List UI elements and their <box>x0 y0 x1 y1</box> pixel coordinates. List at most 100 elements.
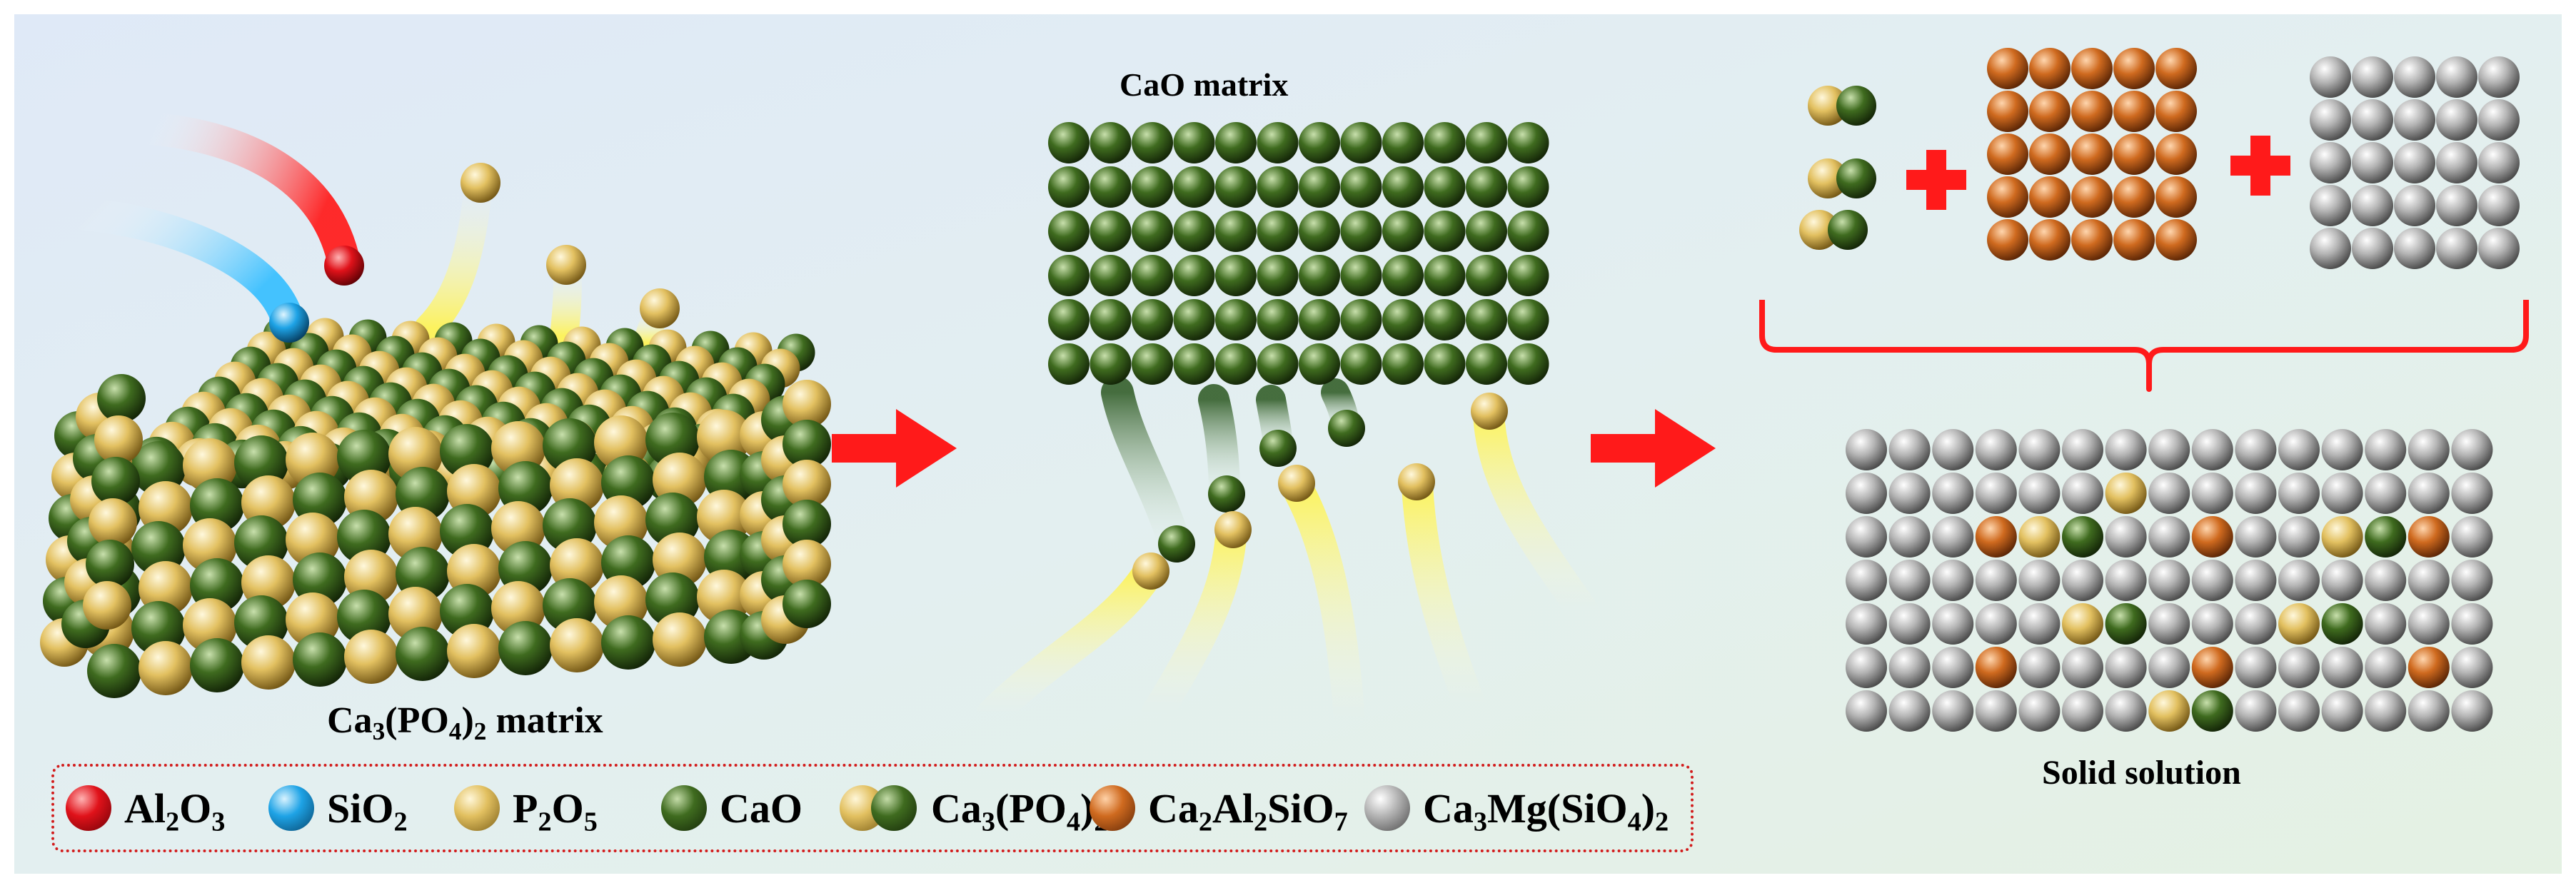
green-sphere <box>1340 299 1382 340</box>
solid-solution-label: Solid solution <box>2042 754 2241 792</box>
p2o5-trail <box>977 555 1165 730</box>
process-arrow-2 <box>1591 409 1716 488</box>
green-sphere <box>1215 122 1257 163</box>
green-sphere <box>783 580 831 628</box>
p2o5-trail <box>1402 470 1486 722</box>
solid-solution-orange-sphere <box>2408 647 2450 688</box>
yellow-sphere <box>653 533 707 587</box>
yellow-sphere <box>491 501 545 555</box>
solid-solution-gray-sphere <box>1846 516 1887 557</box>
green-sphere <box>190 638 244 692</box>
green-sphere <box>440 424 494 478</box>
green-sphere <box>1382 211 1424 252</box>
ca3mgsio42-sphere <box>2352 56 2393 98</box>
green-sphere <box>1132 166 1173 208</box>
ca3po42-pair-green <box>1836 158 1876 198</box>
green-sphere <box>1173 255 1215 296</box>
yellow-sphere <box>594 415 648 470</box>
yellow-sphere <box>344 470 398 524</box>
solid-solution-gray-sphere <box>2451 647 2493 688</box>
ca2al2sio7-sphere <box>2113 219 2155 261</box>
ca2al2sio7-sphere <box>2071 219 2113 261</box>
ca3mgsio42-sphere <box>2310 99 2351 141</box>
green-sphere <box>396 627 450 681</box>
solid-solution-gray-sphere <box>1932 690 1974 732</box>
ca2al2sio7-sphere <box>2029 176 2071 218</box>
yellow-sphere <box>344 630 398 684</box>
green-sphere <box>1257 343 1299 385</box>
ca3mgsio42-sphere <box>2478 185 2520 226</box>
solid-solution-gray-sphere <box>2191 560 2233 601</box>
solid-solution-gray-sphere <box>2148 647 2190 688</box>
solid-solution-gray-sphere <box>2191 429 2233 470</box>
solid-solution-gray-sphere <box>2148 473 2190 514</box>
solid-solution-gray-sphere <box>1888 690 1931 732</box>
green-sphere <box>1507 255 1549 296</box>
green-sphere <box>1299 299 1340 340</box>
solid-solution-gray-sphere <box>1888 560 1931 601</box>
solid-solution-gray-sphere <box>2235 429 2277 470</box>
solid-solution-gray-sphere <box>2278 560 2320 601</box>
green-sphere <box>783 500 831 548</box>
green-sphere <box>1466 166 1507 208</box>
green-sphere <box>1340 343 1382 385</box>
solid-solution-gray-sphere <box>1932 429 1974 470</box>
solid-solution-green-sphere <box>2062 516 2103 557</box>
solid-solution-yellow-sphere <box>2105 473 2147 514</box>
ca2al2sio7-sphere <box>2029 219 2071 261</box>
green-sphere <box>1340 255 1382 296</box>
ca2al2sio7-sphere <box>1987 133 2028 175</box>
green-sphere <box>1090 343 1132 385</box>
p2o5-particle <box>461 163 500 203</box>
solid-solution-gray-sphere <box>2018 647 2061 688</box>
solid-solution-grid <box>1846 429 2493 732</box>
solid-solution-gray-sphere <box>1932 603 1974 645</box>
solid-solution-gray-sphere <box>2018 560 2061 601</box>
solid-solution-gray-sphere <box>2062 429 2103 470</box>
ca3mgsio42-sphere <box>2436 228 2477 269</box>
green-sphere <box>293 632 347 687</box>
ca2al2sio7-sphere <box>2071 91 2113 132</box>
ca3mgsio42-sphere <box>2394 142 2435 183</box>
yellow-sphere <box>550 538 604 592</box>
yellow-sphere <box>286 592 340 647</box>
solid-solution-gray-sphere <box>1846 560 1887 601</box>
yellow-sphere <box>653 612 707 667</box>
green-sphere <box>645 413 700 467</box>
yellow-sphere <box>783 380 831 428</box>
ca2al2sio7-sphere <box>1987 91 2028 132</box>
solid-solution-gray-sphere <box>1975 603 2017 645</box>
ca3mgsio42-sphere <box>2310 142 2351 183</box>
solid-solution-gray-sphere <box>2148 560 2190 601</box>
solid-solution-gray-sphere <box>2321 560 2363 601</box>
legend-item-p2o5: P2O5 <box>454 767 598 849</box>
solid-solution-gray-sphere <box>2365 690 2407 732</box>
green-sphere <box>1507 211 1549 252</box>
green-sphere <box>1090 299 1132 340</box>
green-sphere <box>601 455 655 510</box>
green-sphere <box>1132 299 1173 340</box>
green-sphere <box>1424 255 1466 296</box>
green-sphere <box>1048 343 1090 385</box>
ca3mgsio42-sphere <box>2436 142 2477 183</box>
yellow-sphere <box>594 575 648 630</box>
green-sphere <box>1424 299 1466 340</box>
ca3mgsio42-sphere <box>2394 56 2435 98</box>
yellow-sphere <box>783 460 831 508</box>
yellow-sphere <box>491 421 545 475</box>
yellow-sphere <box>1398 463 1435 500</box>
ca3po42-pair-icon <box>840 785 918 831</box>
solid-solution-green-sphere <box>2365 516 2407 557</box>
ca2al2sio7-sphere <box>2029 48 2071 89</box>
ca2al2sio7-sphere <box>2155 91 2197 132</box>
solid-solution-gray-sphere <box>2018 603 2061 645</box>
ca3po42-pair-green <box>1828 210 1868 250</box>
p2o5-sphere-icon <box>454 785 500 831</box>
yellow-sphere <box>139 481 193 535</box>
green-sphere <box>1507 299 1549 340</box>
solid-solution-orange-sphere <box>1975 647 2017 688</box>
ca3mgsio42-sphere <box>2436 99 2477 141</box>
green-sphere <box>87 644 141 698</box>
yellow-sphere <box>447 464 501 518</box>
p2o5-trail <box>1473 398 1601 630</box>
